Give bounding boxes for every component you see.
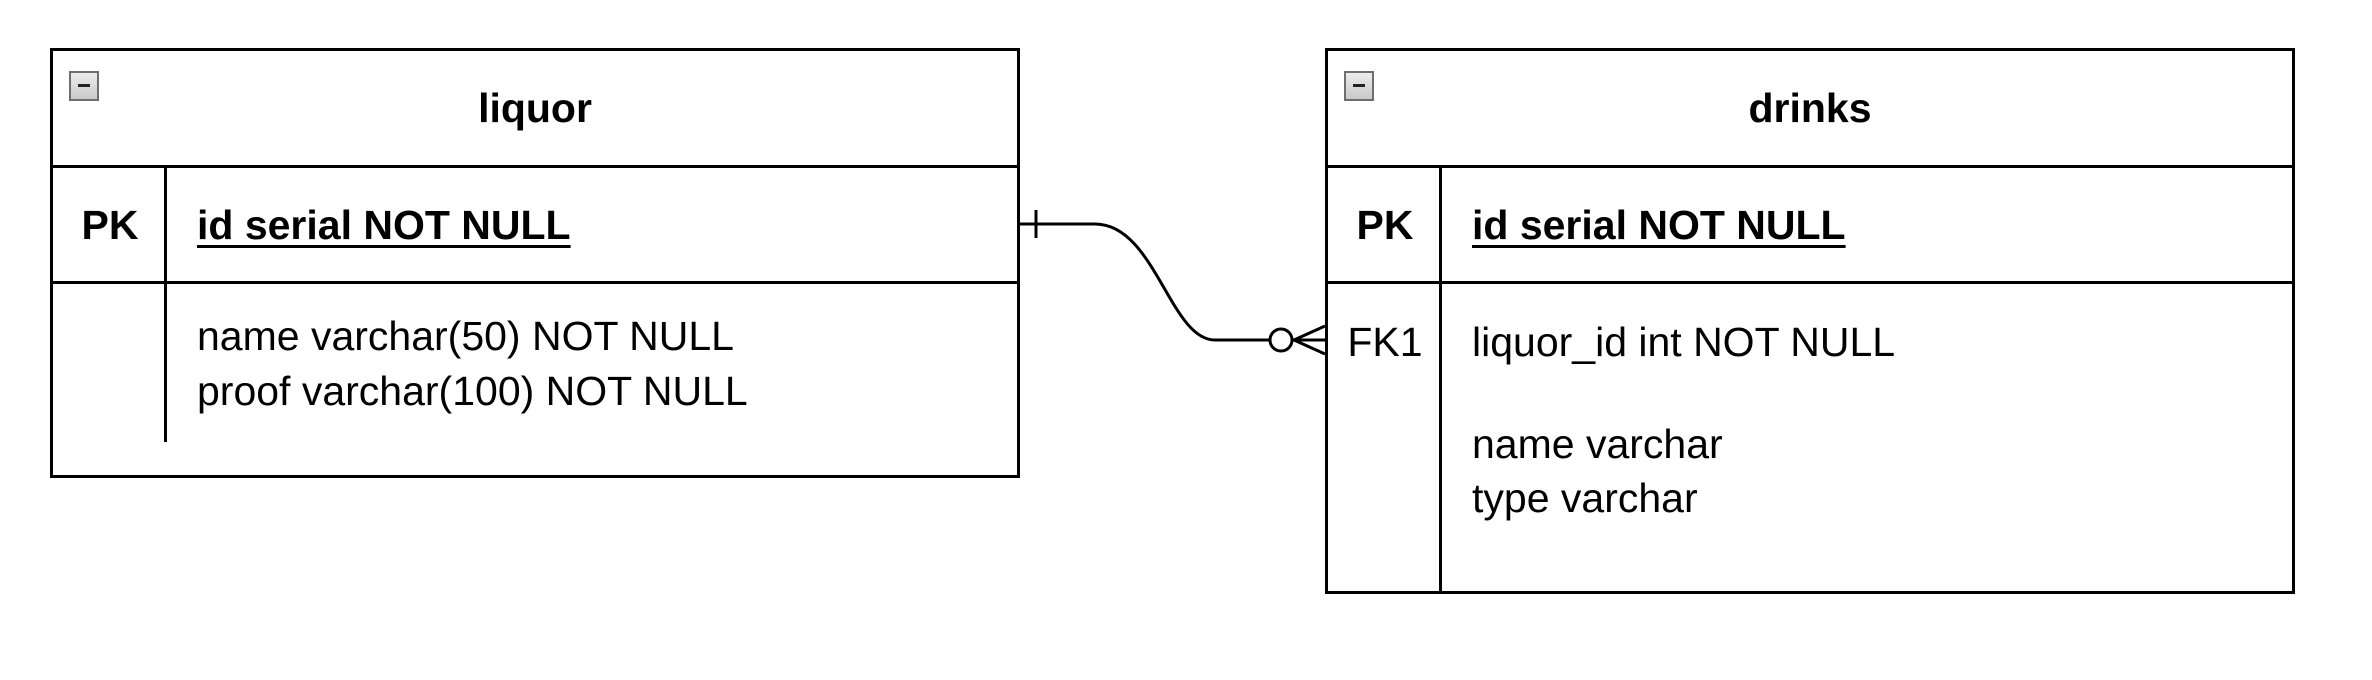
zero-cardinality-marker <box>1268 327 1294 353</box>
pk-field: id serial NOT NULL <box>197 202 571 248</box>
many-cardinality-marker <box>1290 324 1326 356</box>
table-liquor[interactable]: liquor PK id serial NOT NULL name varcha… <box>50 48 1020 478</box>
field-liquor-id: liquor_id int NOT NULL <box>1472 319 1896 365</box>
field-type: type varchar <box>1472 475 1698 521</box>
field-proof: proof varchar(100) NOT NULL <box>197 368 748 414</box>
primary-key-row: PK id serial NOT NULL <box>53 168 1017 284</box>
pk-label: PK <box>81 202 139 248</box>
relationship-line <box>1020 222 1325 342</box>
key-column <box>1328 168 1442 281</box>
key-column-divider <box>1439 284 1442 591</box>
table-title-drinks: drinks <box>1328 51 2292 168</box>
key-column <box>53 168 167 281</box>
pk-field: id serial NOT NULL <box>1472 202 1846 248</box>
primary-key-row: PK id serial NOT NULL <box>1328 168 2292 284</box>
table-title-liquor: liquor <box>53 51 1017 168</box>
collapse-icon[interactable] <box>69 71 99 101</box>
collapse-icon[interactable] <box>1344 71 1374 101</box>
field-name: name varchar(50) NOT NULL <box>197 313 734 359</box>
pk-label: PK <box>1356 202 1414 248</box>
key-column-divider <box>164 284 167 442</box>
table-drinks[interactable]: drinks PK id serial NOT NULL FK1 liquor_… <box>1325 48 2295 594</box>
field-name: name varchar <box>1472 421 1723 467</box>
fk-label: FK1 <box>1347 319 1423 365</box>
